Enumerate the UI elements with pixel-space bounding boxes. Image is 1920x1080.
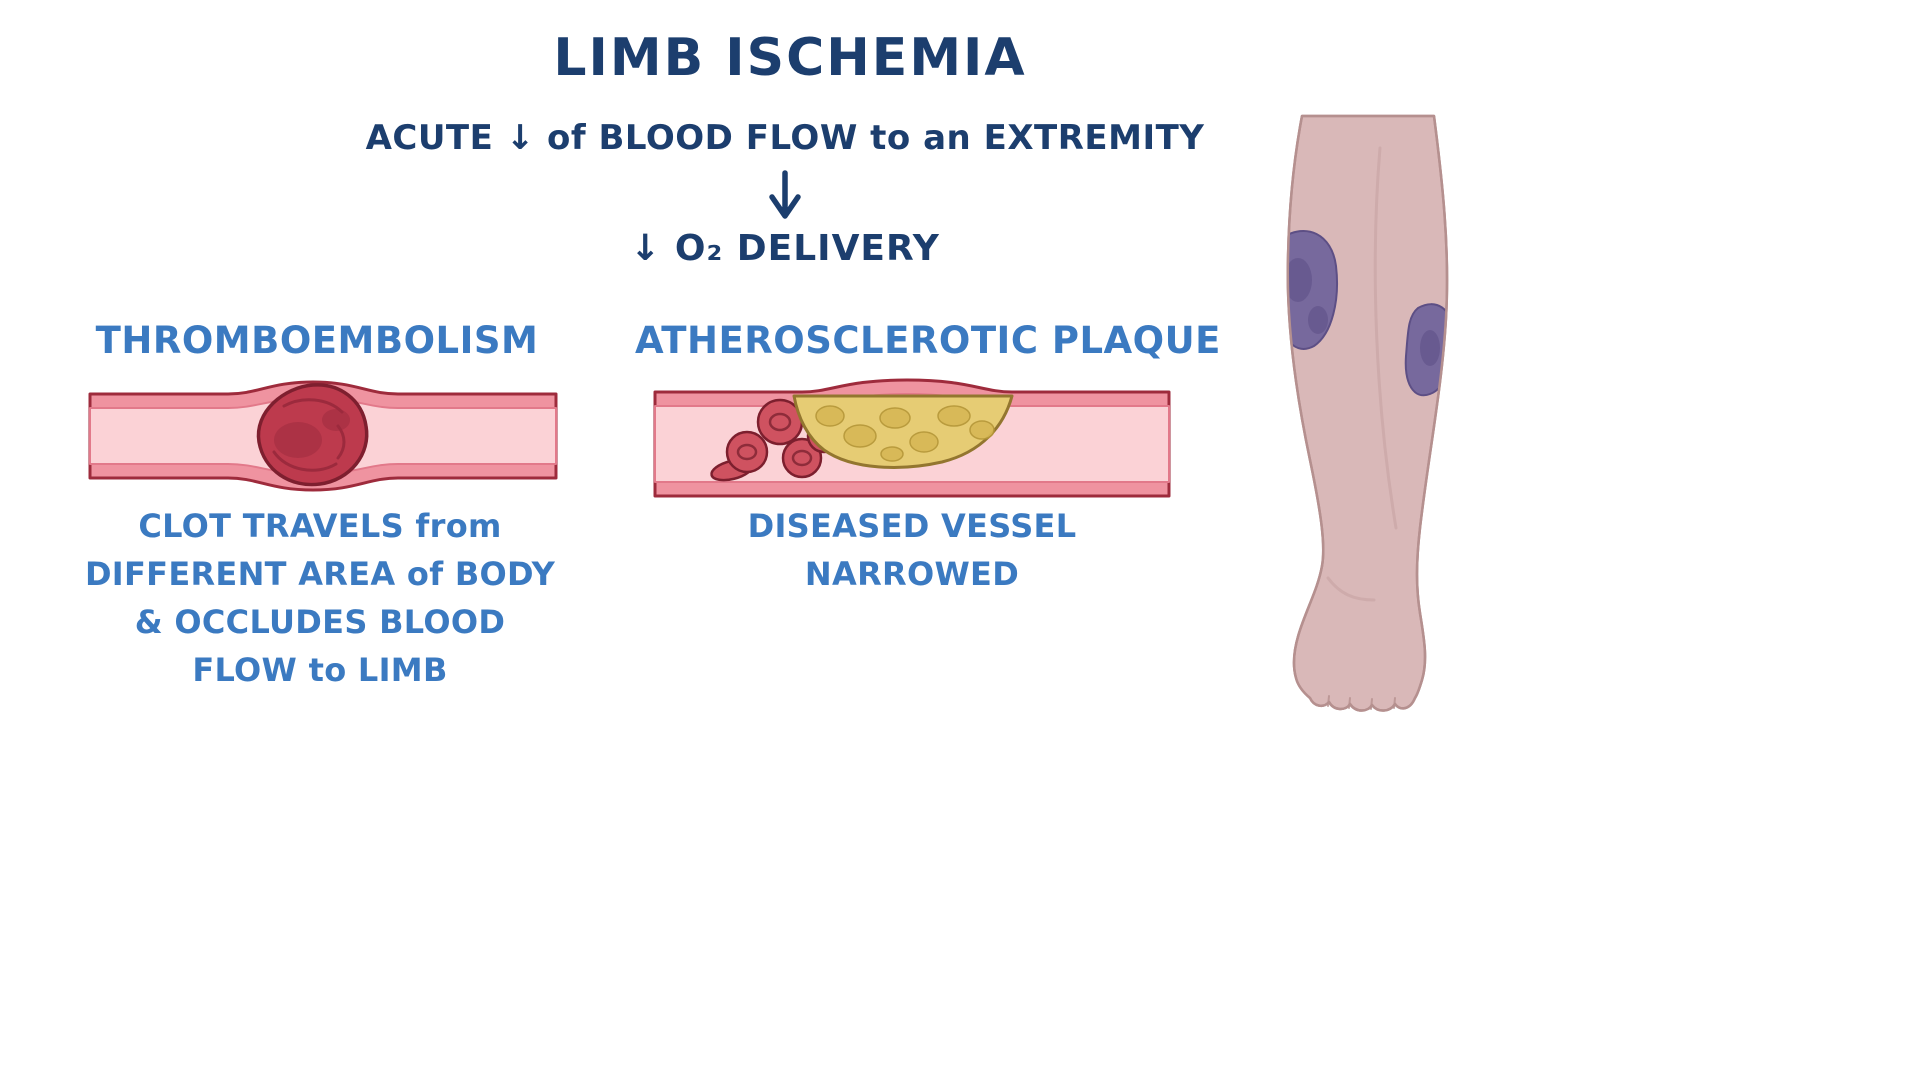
ankle-shading (1326, 576, 1376, 602)
down-arrow-icon (767, 170, 803, 222)
page-title: LIMB ISCHEMIA (553, 28, 1027, 88)
caption-line: DIFFERENT AREA of BODY (84, 555, 556, 593)
atherosclerosis-caption: DISEASED VESSEL NARROWED (652, 502, 1172, 598)
caption-line: FLOW to LIMB (192, 651, 448, 689)
thromboembolism-heading: THROMBOEMBOLISM (95, 319, 539, 362)
caption-line: CLOT TRAVELS from (138, 507, 502, 545)
caption-line: DISEASED VESSEL (747, 507, 1077, 545)
caption-line: NARROWED (804, 555, 1020, 593)
plaque-texture (815, 405, 995, 462)
plaque-shape (792, 394, 1014, 469)
atherosclerosis-heading: ATHEROSCLEROTIC PLAQUE (635, 319, 1221, 362)
caption-line: & OCCLUDES BLOOD (134, 603, 506, 641)
clot-shape (256, 383, 369, 487)
subtitle-acute-blood-flow: ACUTE ↓ of BLOOD FLOW to an EXTREMITY (365, 118, 1205, 158)
red-blood-cells (710, 398, 842, 482)
leg-illustration (1286, 114, 1449, 712)
thromboembolism-caption: CLOT TRAVELS from DIFFERENT AREA of BODY… (70, 502, 570, 694)
ischemic-patch-left (1287, 229, 1338, 350)
leg-skin (1286, 114, 1449, 712)
atherosclerosis-vessel-illustration (653, 378, 1171, 498)
toe-lines (1327, 695, 1396, 710)
down-arrow-glyph (769, 170, 801, 219)
shin-shading (1373, 146, 1398, 530)
thromboembolism-vessel-illustration (88, 380, 558, 492)
o2-delivery-label: ↓ O₂ DELIVERY (630, 228, 940, 269)
